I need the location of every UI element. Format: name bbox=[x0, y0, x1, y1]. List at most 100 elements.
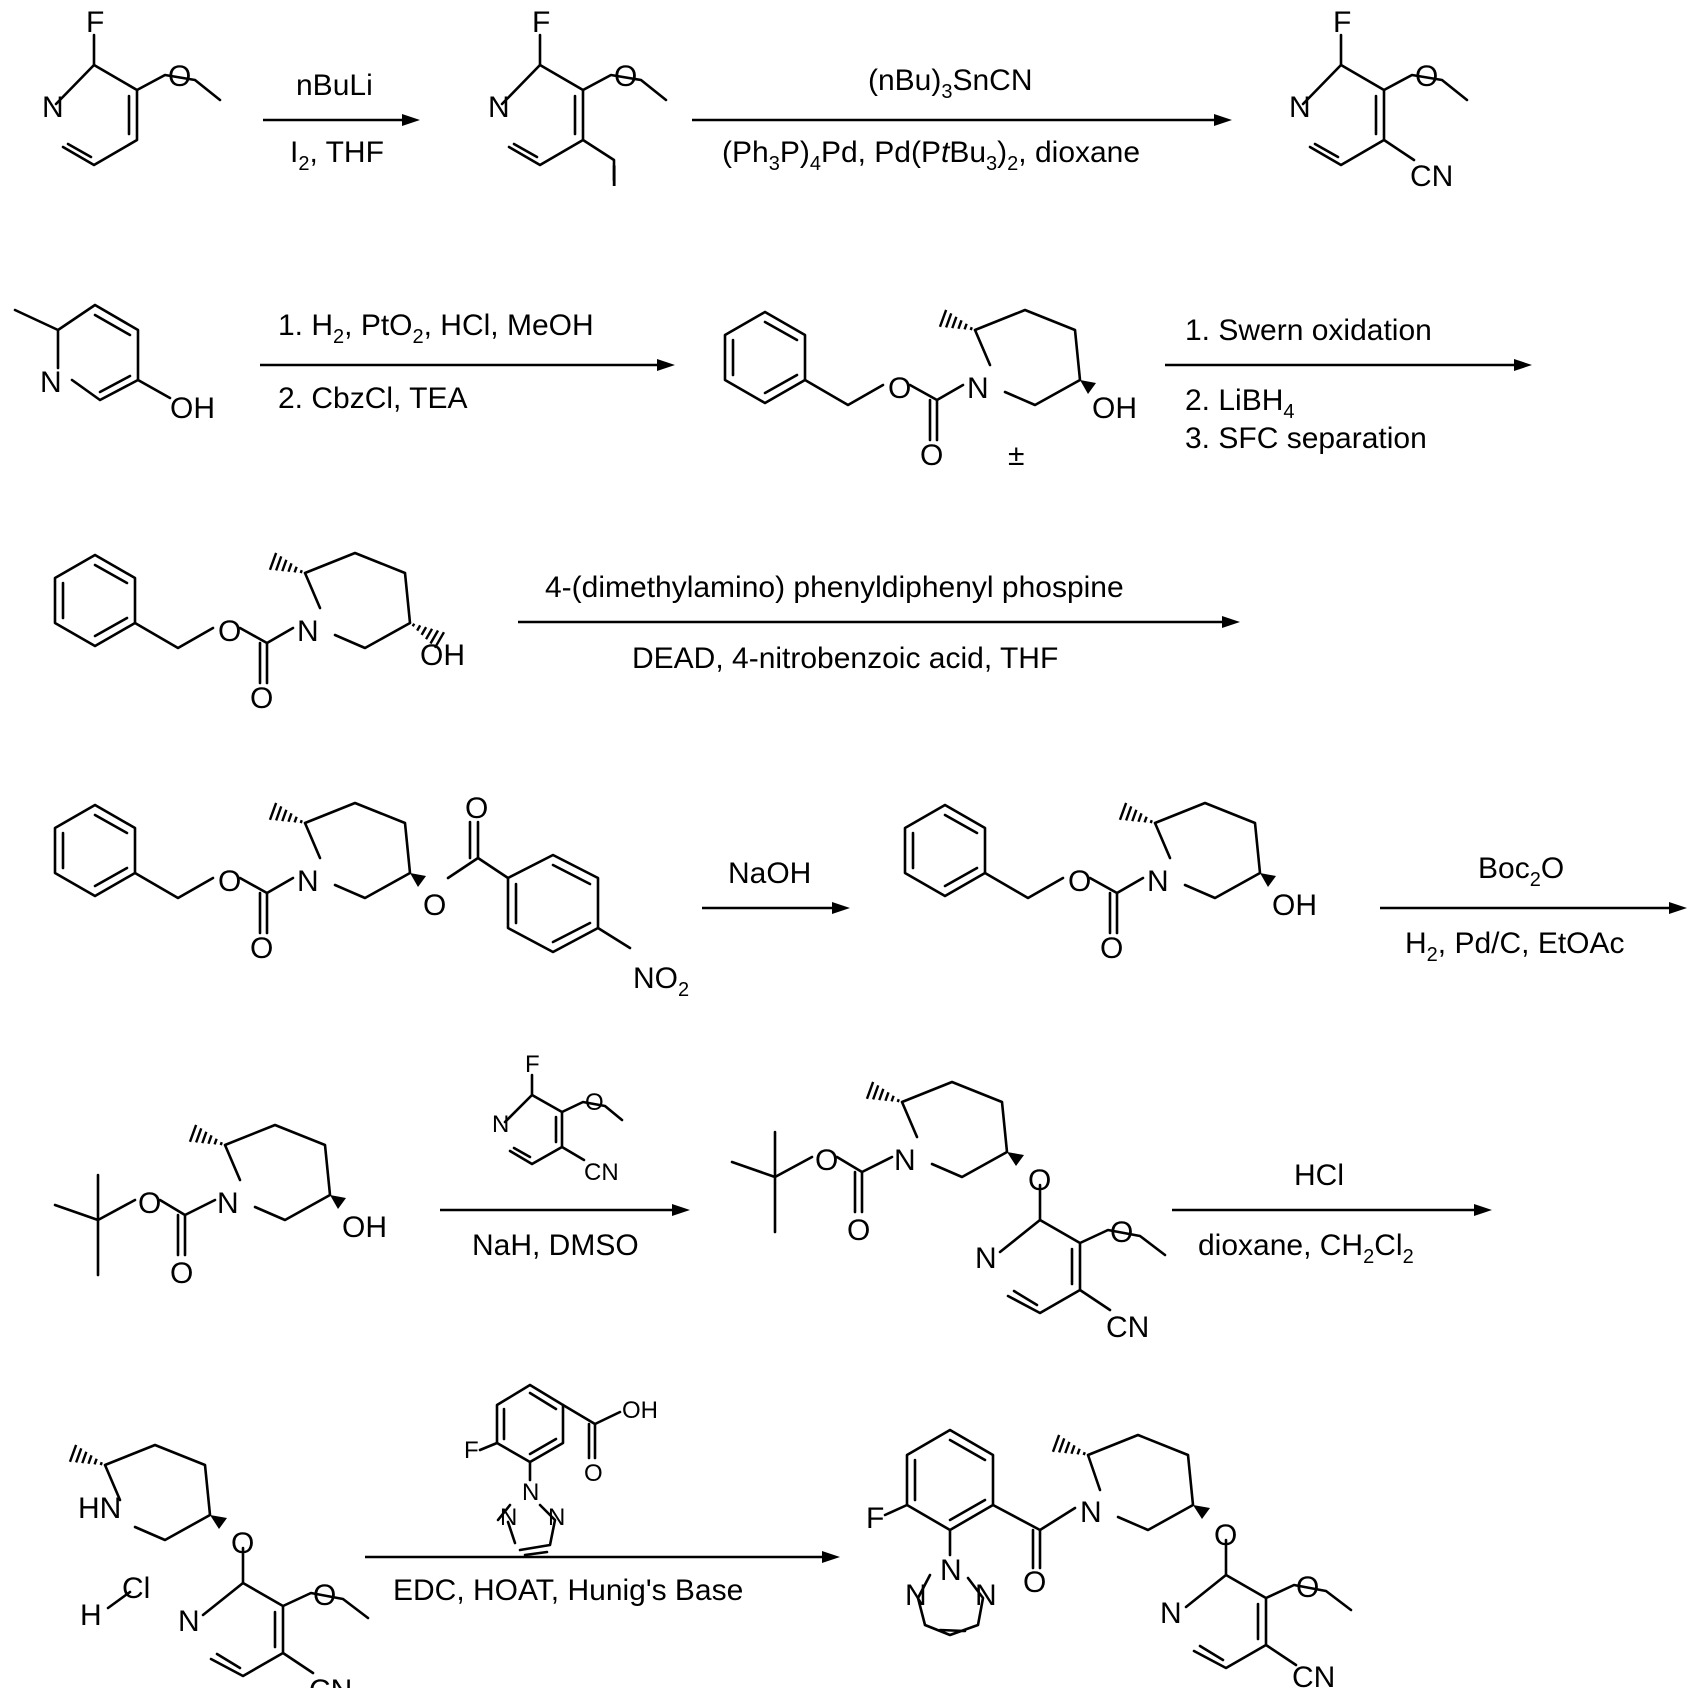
atom-f: F bbox=[866, 1502, 884, 1535]
atom-o: O bbox=[614, 60, 637, 93]
atom-o: O bbox=[313, 1579, 336, 1612]
racemic-mark: ± bbox=[1008, 439, 1024, 472]
atom-oh: OH bbox=[622, 1397, 658, 1424]
atom-o: O bbox=[1214, 1519, 1237, 1552]
atom-cn: CN bbox=[584, 1159, 619, 1186]
atom-o: O bbox=[231, 1527, 254, 1560]
atom-o: O bbox=[218, 615, 241, 648]
arrow-step-9 bbox=[1172, 1204, 1492, 1216]
compound-2-fluoro-3-methoxyisonicotinonitrile: F N O CN bbox=[1289, 6, 1467, 193]
atom-o: O bbox=[218, 865, 241, 898]
atom-h: H bbox=[80, 1599, 102, 1632]
arrow-step-10 bbox=[365, 1551, 840, 1563]
atom-oh: OH bbox=[1092, 392, 1137, 425]
compound-6-methylpyridin-3-ol: N OH bbox=[15, 305, 215, 425]
cond-r4-line1: 1. Swern oxidation bbox=[1185, 314, 1432, 347]
atom-o: O bbox=[585, 1089, 604, 1116]
cond-r5-bottom: DEAD, 4-nitrobenzoic acid, THF bbox=[632, 642, 1058, 675]
atom-n: N bbox=[548, 1504, 565, 1531]
cond-r9-top: HCl bbox=[1294, 1159, 1344, 1192]
atom-n: N bbox=[967, 372, 989, 405]
arrow-step-3 bbox=[260, 359, 675, 371]
atom-f: F bbox=[1333, 6, 1351, 39]
atom-n: N bbox=[1080, 1496, 1102, 1529]
atom-o: O bbox=[1110, 1216, 1133, 1249]
atom-f: F bbox=[532, 6, 550, 39]
atom-n: N bbox=[1160, 1597, 1182, 1630]
cond-r5-top: 4-(dimethylamino) phenyldiphenyl phospin… bbox=[545, 571, 1124, 604]
compound-cbz-cis-piperidinol-racemic: O O N OH ± bbox=[725, 310, 1137, 472]
arrow-step-8 bbox=[440, 1204, 690, 1216]
reagent-2-fluoro-3-methoxyisonicotinonitrile: F N O CN bbox=[492, 1051, 622, 1186]
compound-cbz-trans-piperidinol: O O N OH bbox=[55, 553, 465, 715]
atom-n: N bbox=[488, 91, 510, 124]
atom-n: N bbox=[492, 1111, 509, 1138]
cond-r7-top: Boc2O bbox=[1478, 852, 1564, 891]
atom-n: N bbox=[975, 1242, 997, 1275]
atom-no2: NO2 bbox=[633, 962, 689, 1001]
cond-r9-bottom: dioxane, CH2Cl2 bbox=[1198, 1229, 1414, 1268]
atom-o: O bbox=[584, 1460, 603, 1487]
atom-o: O bbox=[1415, 60, 1438, 93]
atom-n: N bbox=[42, 91, 64, 124]
atom-o: O bbox=[847, 1214, 870, 1247]
cond-r3-bottom: 2. CbzCl, TEA bbox=[278, 382, 468, 415]
atom-o: O bbox=[1068, 865, 1091, 898]
atom-n: N bbox=[40, 366, 62, 399]
cond-r1-top: nBuLi bbox=[296, 69, 373, 102]
arrow-step-5 bbox=[518, 616, 1240, 628]
atom-o: O bbox=[170, 1257, 193, 1290]
atom-n: N bbox=[905, 1579, 927, 1612]
compound-4-iodo-2-fluoro-3-methoxypyridine: F N O I bbox=[488, 6, 666, 193]
atom-o: O bbox=[1028, 1164, 1051, 1197]
atom-i: I bbox=[610, 160, 618, 193]
atom-cl: Cl bbox=[122, 1572, 150, 1605]
atom-n: N bbox=[178, 1605, 200, 1638]
atom-o: O bbox=[1023, 1566, 1046, 1599]
compound-2-fluoro-3-methoxypyridine: F N O bbox=[42, 6, 220, 165]
atom-n: N bbox=[940, 1554, 962, 1587]
compound-boc-piperidinyl-oxy-pyridine: O O N O N O CN bbox=[732, 1082, 1165, 1344]
cond-r10-bottom: EDC, HOAT, Hunig's Base bbox=[393, 1574, 743, 1607]
atom-o: O bbox=[168, 60, 191, 93]
compound-final-product: F N N N O N O N O CN bbox=[866, 1430, 1351, 1688]
atom-o: O bbox=[1100, 932, 1123, 965]
reagent-fluoro-triazolyl-benzoic-acid: F OH O N N N bbox=[464, 1385, 658, 1555]
cond-r6-top: NaOH bbox=[728, 857, 811, 890]
atom-n: N bbox=[894, 1144, 916, 1177]
atom-o: O bbox=[920, 439, 943, 472]
atom-n: N bbox=[1147, 865, 1169, 898]
cond-r4-line3: 3. SFC separation bbox=[1185, 422, 1427, 455]
atom-n: N bbox=[297, 865, 319, 898]
atom-hn: HN bbox=[78, 1492, 121, 1525]
arrow-step-4 bbox=[1165, 359, 1532, 371]
atom-f: F bbox=[86, 6, 104, 39]
atom-oh: OH bbox=[170, 392, 215, 425]
atom-cn: CN bbox=[1106, 1311, 1149, 1344]
arrow-step-1 bbox=[263, 114, 420, 126]
atom-o: O bbox=[250, 682, 273, 715]
atom-o: O bbox=[465, 792, 488, 825]
cond-r2-top: (nBu)3SnCN bbox=[868, 64, 1033, 103]
atom-n: N bbox=[217, 1187, 239, 1220]
atom-n: N bbox=[1289, 91, 1311, 124]
cond-r8-bottom: NaH, DMSO bbox=[472, 1229, 639, 1262]
arrow-step-7 bbox=[1380, 902, 1687, 914]
atom-n: N bbox=[975, 1579, 997, 1612]
compound-boc-cis-piperidinol: O O N OH bbox=[55, 1125, 387, 1290]
atom-o: O bbox=[1296, 1571, 1319, 1604]
atom-o: O bbox=[888, 372, 911, 405]
atom-o: O bbox=[815, 1144, 838, 1177]
atom-oh: OH bbox=[1272, 889, 1317, 922]
arrow-step-6 bbox=[702, 902, 850, 914]
atom-n: N bbox=[522, 1479, 539, 1506]
atom-n: N bbox=[297, 615, 319, 648]
atom-n: N bbox=[500, 1504, 517, 1531]
atom-o: O bbox=[138, 1187, 161, 1220]
atom-cn: CN bbox=[1292, 1661, 1335, 1688]
atom-oh: OH bbox=[342, 1211, 387, 1244]
compound-piperidine-hcl-salt: HN O N O CN H Cl bbox=[70, 1445, 368, 1688]
cond-r2-bottom: (Ph3P)4Pd, Pd(PtBu3)2, dioxane bbox=[722, 136, 1140, 175]
atom-f: F bbox=[464, 1437, 479, 1464]
